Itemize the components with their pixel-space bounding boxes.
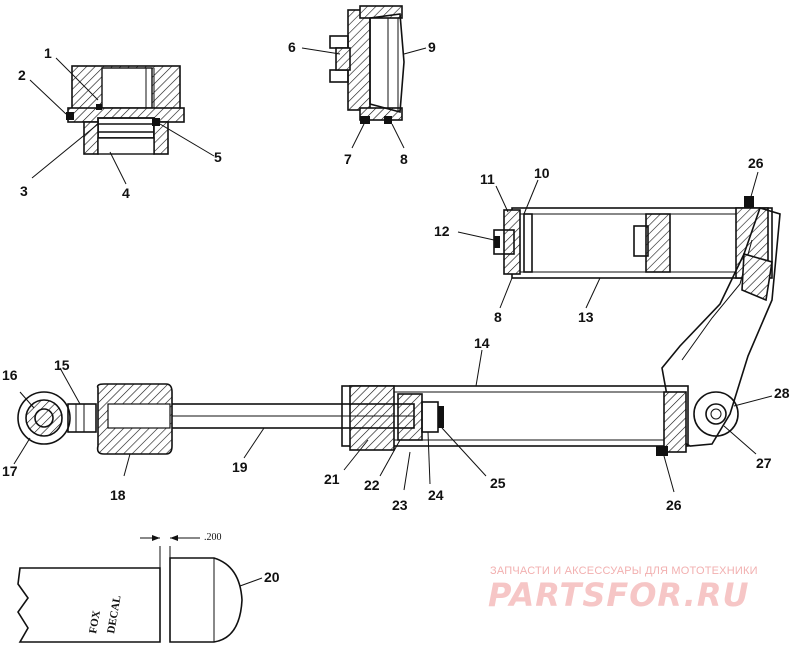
watermark: ЗАПЧАСТИ И АКСЕССУАРЫ ДЛЯ МОТОТЕХНИКИ PA… [488, 565, 758, 614]
callout-20: 20 [264, 569, 280, 585]
decal-line1: FOX [87, 610, 103, 635]
callout-27: 27 [756, 455, 772, 471]
body-seal-head [349, 385, 395, 451]
callout-28: 28 [774, 385, 790, 401]
cap-lower-right [153, 121, 169, 155]
shock-body [341, 385, 689, 456]
callout-25: 25 [490, 475, 506, 491]
eyelet [17, 391, 97, 445]
oring-2 [66, 112, 74, 120]
callout-7: 7 [344, 151, 352, 167]
leader-lines [13, 47, 773, 587]
callout-10: 10 [534, 165, 550, 181]
callout-19: 19 [232, 459, 248, 475]
callout-12: 12 [434, 223, 450, 239]
callout-13: 13 [578, 309, 594, 325]
reservoir-cap [329, 5, 405, 124]
callout-18: 18 [110, 487, 126, 503]
decal-line2: DECAL [105, 595, 124, 635]
callout-2: 2 [18, 67, 26, 83]
callout-16: 16 [2, 367, 18, 383]
watermark-subtitle: ЗАПЧАСТИ И АКСЕССУАРЫ ДЛЯ МОТОТЕХНИКИ [490, 565, 758, 577]
callouts: 1 2 3 4 5 6 7 8 9 10 11 12 8 13 14 15 16… [2, 39, 790, 585]
callout-5: 5 [214, 149, 222, 165]
callout-14: 14 [474, 335, 490, 351]
callout-3: 3 [20, 183, 28, 199]
eye-27 [693, 391, 739, 437]
callout-1: 1 [44, 45, 52, 61]
callout-8b: 8 [494, 309, 502, 325]
reservoir-endcap [503, 209, 521, 275]
callout-23: 23 [392, 497, 408, 513]
seal-5 [152, 118, 160, 126]
bumper [96, 383, 173, 455]
reservoir [493, 196, 773, 279]
body-end [663, 391, 687, 453]
detail-cap [169, 557, 243, 643]
cap-assembly [66, 65, 185, 155]
dimension-text: .200 [204, 532, 222, 543]
callout-15: 15 [54, 357, 70, 373]
floating-piston [645, 213, 671, 273]
callout-6: 6 [288, 39, 296, 55]
cap-wall [347, 9, 371, 111]
callout-4: 4 [122, 185, 130, 201]
callout-22: 22 [364, 477, 380, 493]
callout-9: 9 [428, 39, 436, 55]
callout-24: 24 [428, 487, 444, 503]
eyelet-outer [17, 391, 71, 445]
callout-11: 11 [480, 171, 495, 187]
callout-8a: 8 [400, 151, 408, 167]
callout-26b: 26 [666, 497, 682, 513]
valve-6 [335, 47, 351, 71]
callout-17: 17 [2, 463, 18, 479]
watermark-brand: PARTSFOR.RU [488, 576, 749, 614]
reservoir-body [511, 207, 773, 279]
detail-20: .200 FOX DECAL [17, 532, 243, 643]
callout-26a: 26 [748, 155, 764, 171]
piston [397, 393, 423, 441]
cap-lower-left [83, 121, 99, 155]
callout-21: 21 [324, 471, 340, 487]
